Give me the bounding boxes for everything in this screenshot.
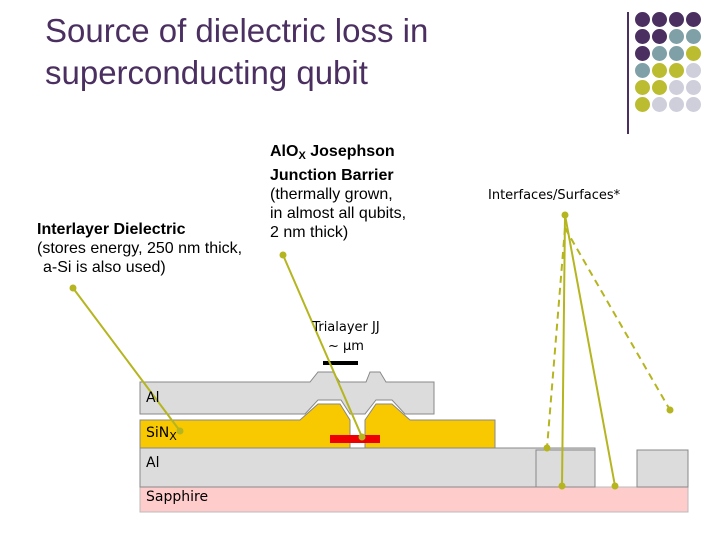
sapphire-layer [139,486,689,513]
pointer-alox-line [282,254,363,438]
layer-label-al-top: Al [146,390,160,406]
interfaces-label: Interfaces/Surfaces* [488,188,621,203]
decor-dot [652,80,667,95]
decor-dot [652,29,667,44]
trilayer-line-2: ~ μm [328,339,364,354]
alox-line-1: AlOX Josephson [270,142,406,166]
layer-label-al-bottom: Al [146,455,160,471]
pointer-surface-dashed-1 [546,227,566,449]
decor-dot [669,80,684,95]
pointer-surface-dot-end-2 [611,482,619,490]
alox-line-2: Junction Barrier [270,166,406,185]
decor-dot [669,97,684,112]
ild-line-1-text: Interlayer Dielectric [37,221,186,238]
pointer-surface-line-2 [564,214,616,487]
decor-dot [652,63,667,78]
ild-label: Interlayer Dielectric (stores energy, 25… [37,220,242,277]
decor-dot [652,12,667,27]
sinx-layer-right [364,403,496,449]
decor-dot [686,80,701,95]
decor-dot [686,63,701,78]
layer-label-sinx: SiNX [146,425,177,443]
alox-name-sub: X [298,150,306,162]
trilayer-scale-bar [323,361,358,365]
sinx-prefix: SiN [146,425,170,441]
pointer-surface-dot-end-4 [666,406,674,414]
decor-dot [669,46,684,61]
decor-dot [635,97,650,112]
trilayer-label: Trialayer JJ ~ μm [305,318,387,356]
alox-name-prefix: AlO [270,143,299,160]
sinx-layer [139,403,351,449]
pointer-surface-line-1 [561,214,566,487]
junction-barrier [330,435,380,443]
alox-name-suffix: Josephson [305,143,395,160]
title-line-2: superconducting qubit [45,54,368,91]
pointer-surface-dot-end-3 [543,444,551,452]
title-line-1: Source of dielectric loss in [45,12,429,49]
pointer-alox-dot-start [279,251,287,259]
decor-dot [635,29,650,44]
decor-dot [652,97,667,112]
decor-dot [652,46,667,61]
pointer-ild-dot-end [176,427,184,435]
trilayer-line-1: Trialayer JJ [312,320,380,335]
pointer-surface-dot-start [561,211,569,219]
decor-dot [635,46,650,61]
decor-dot [686,12,701,27]
decor-vertical-rule [627,12,629,134]
alox-line-2-text: Junction Barrier [270,167,394,184]
decor-dot [635,63,650,78]
ild-line-1: Interlayer Dielectric [37,220,242,239]
alox-line-4: in almost all qubits, [270,205,407,222]
alox-line-5: 2 nm thick) [270,224,349,241]
pointer-ild-line [72,287,181,432]
pointer-alox-dot-end [358,433,366,441]
al-bottom-layer [139,447,596,488]
al-right-pad-2 [636,449,689,488]
decor-dot [686,97,701,112]
page-title: Source of dielectric loss in superconduc… [45,10,605,94]
alox-label: AlOX Josephson Junction Barrier (thermal… [270,142,406,242]
alox-line-3: (thermally grown, [270,186,393,203]
decor-dot [669,29,684,44]
decor-dot [669,63,684,78]
decor-dot [686,29,701,44]
decor-dot [635,80,650,95]
layer-label-sapphire: Sapphire [146,489,209,505]
ild-line-3: a-Si is also used) [43,259,166,276]
ild-line-2: (stores energy, 250 nm thick, [37,240,243,257]
pointer-surface-dot-end-1 [558,482,566,490]
al-right-pad-1 [535,449,596,488]
pointer-surface-dashed-2 [564,227,671,411]
pointer-ild-dot-start [69,284,77,292]
sinx-sub: X [169,430,177,443]
decor-dot [669,12,684,27]
decor-dot [635,12,650,27]
decor-dot [686,46,701,61]
